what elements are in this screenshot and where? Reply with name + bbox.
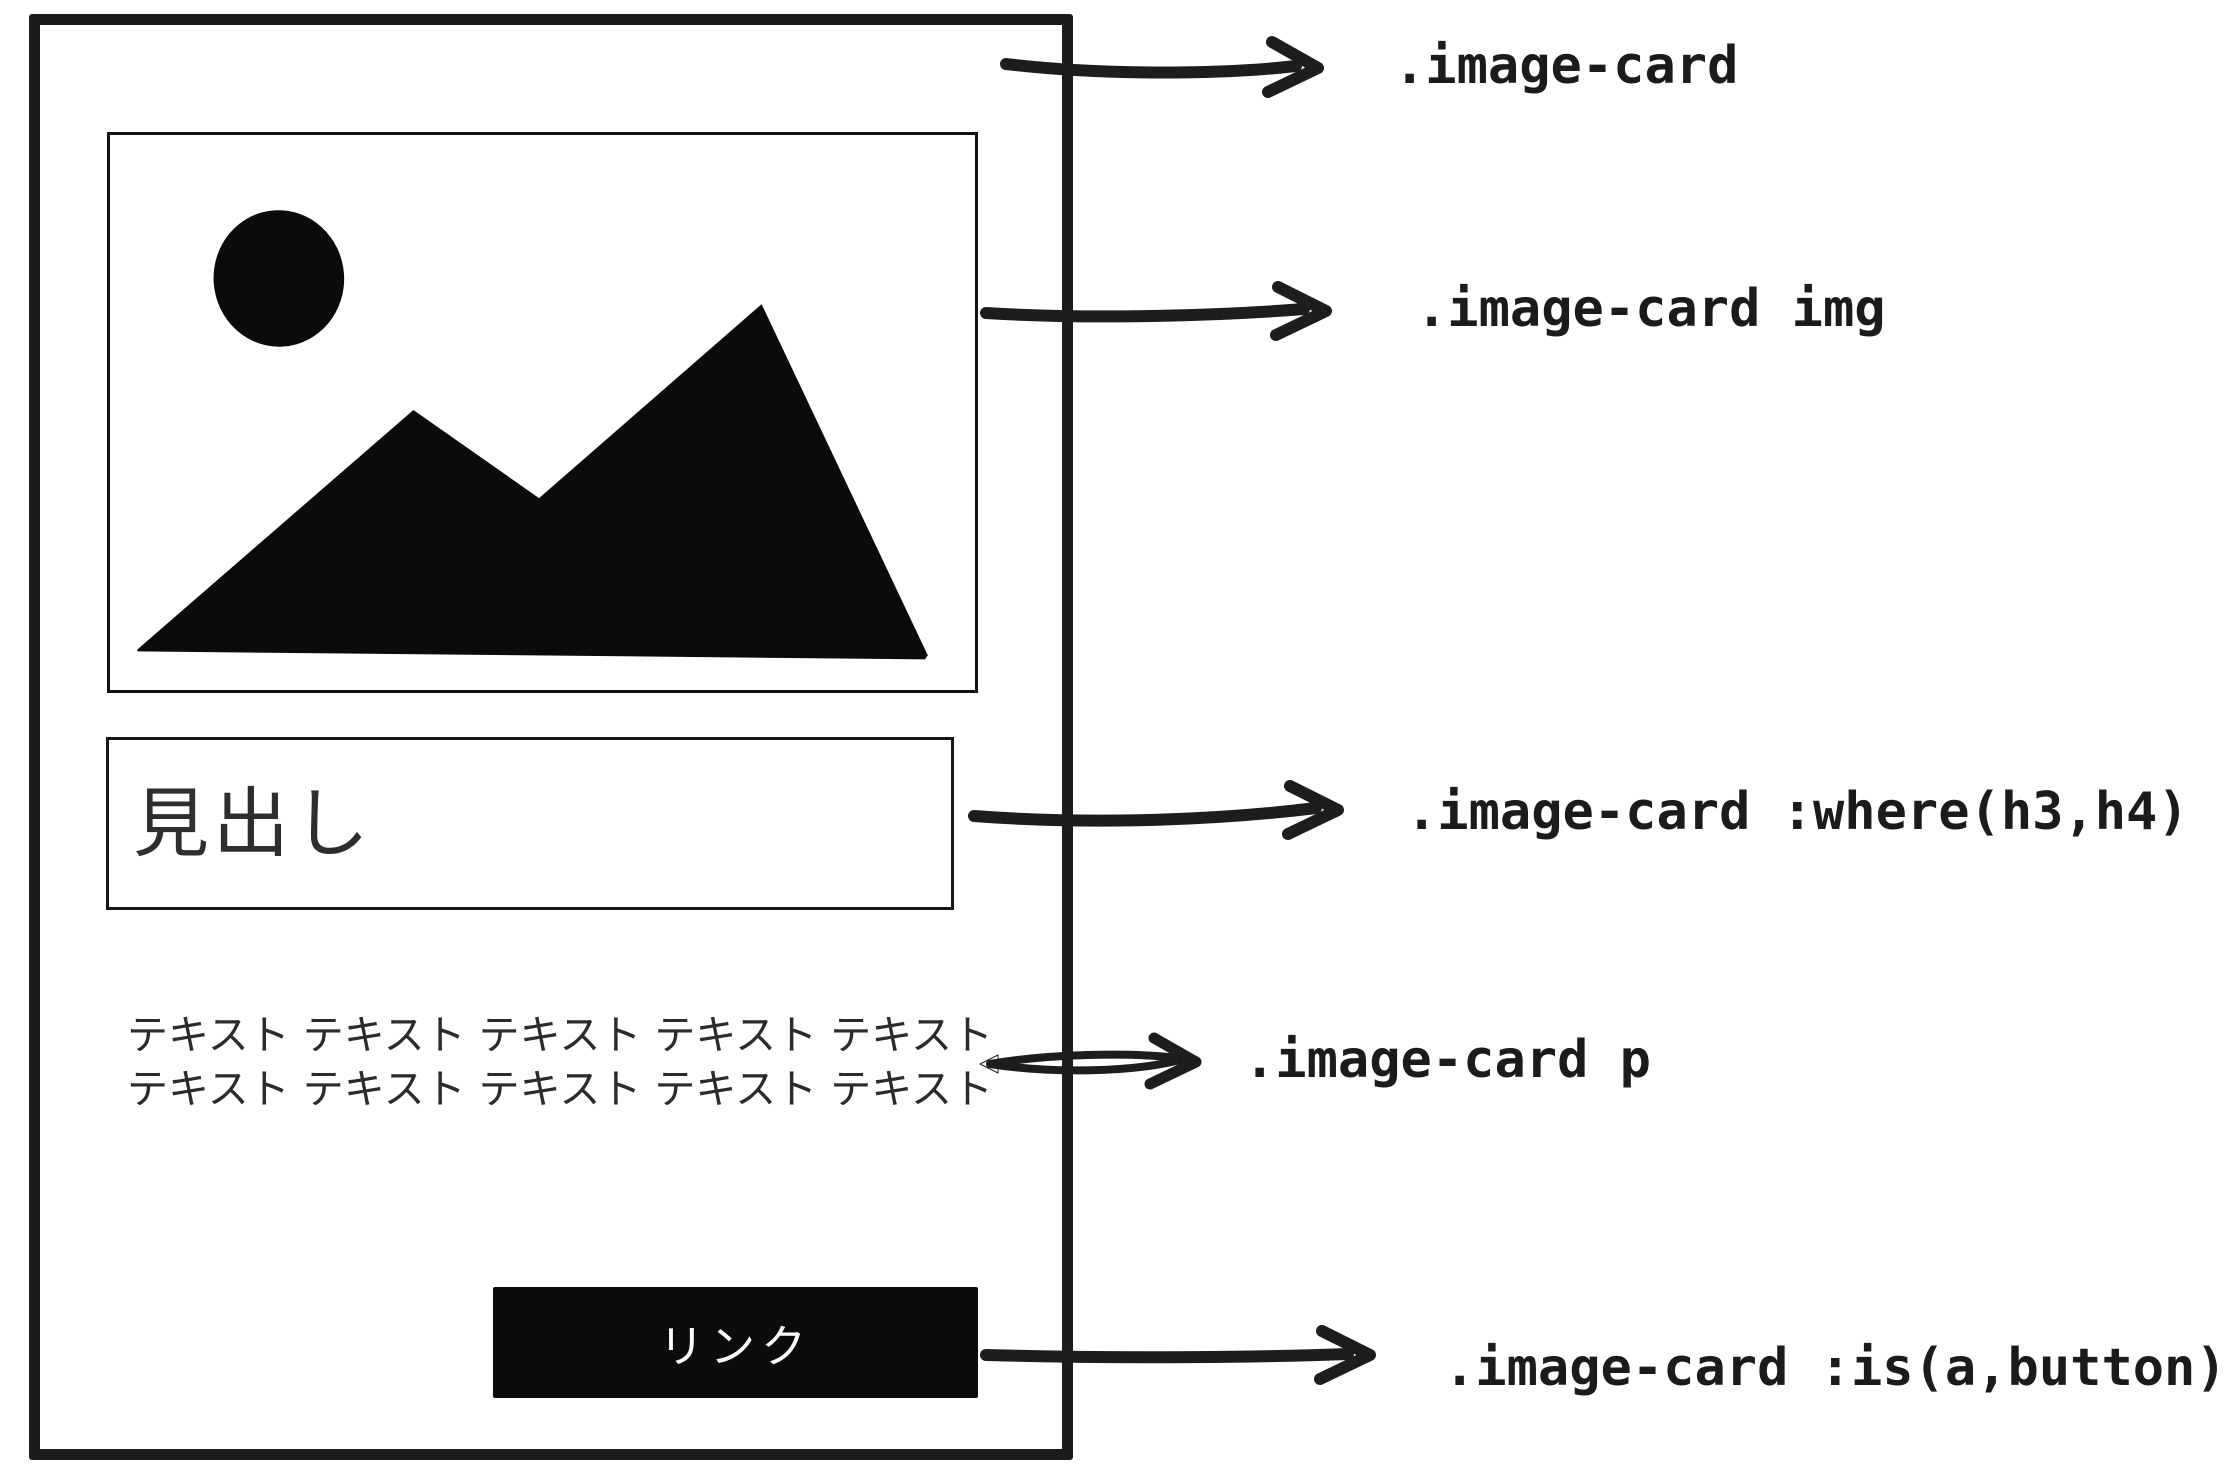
link-button: リンク bbox=[493, 1287, 978, 1398]
annotation-arrow-button bbox=[978, 1323, 1402, 1387]
selector-label-img: .image-card img bbox=[1416, 279, 1886, 339]
annotation-arrow-card bbox=[996, 34, 1350, 98]
selector-label-card: .image-card bbox=[1394, 36, 1739, 96]
paragraph-line: テキスト テキスト テキスト テキスト テキスト bbox=[127, 1065, 993, 1113]
right-arrow-icon bbox=[980, 1325, 1376, 1385]
right-arrow-icon bbox=[979, 1032, 1202, 1090]
paragraph-placeholder: テキスト テキスト テキスト テキスト テキスト テキスト テキスト テキスト … bbox=[0, 1008, 1120, 1116]
paragraph-line: テキスト テキスト テキスト テキスト テキスト bbox=[127, 1011, 993, 1059]
selector-label-heading: .image-card :where(h3,h4) bbox=[1406, 782, 2189, 842]
annotation-arrow-img bbox=[978, 279, 1358, 343]
link-button-label: リンク bbox=[658, 1320, 812, 1373]
selector-label-button: .image-card :is(a,button) bbox=[1444, 1338, 2226, 1398]
selector-label-paragraph: .image-card p bbox=[1244, 1030, 1651, 1090]
sun-icon bbox=[213, 210, 345, 347]
annotation-arrow-paragraph bbox=[978, 1030, 1206, 1094]
heading-text: 見出し bbox=[133, 778, 373, 868]
right-arrow-icon bbox=[980, 281, 1332, 341]
image-placeholder-icon bbox=[137, 210, 928, 660]
image-placeholder bbox=[107, 132, 978, 693]
mountains-icon bbox=[137, 304, 928, 660]
right-arrow-icon bbox=[1000, 36, 1324, 98]
annotation-arrow-heading bbox=[966, 780, 1370, 844]
heading-placeholder: 見出し bbox=[106, 737, 954, 910]
right-arrow-icon bbox=[968, 780, 1344, 840]
